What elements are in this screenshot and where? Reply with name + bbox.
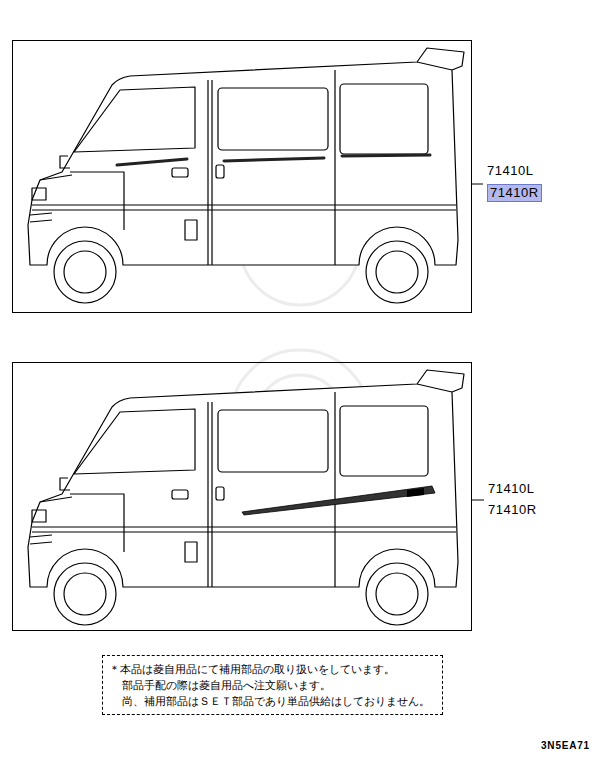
- note-text: ＊本品は菱自用品にて補用部品の取り扱いをしています。: [109, 661, 434, 677]
- side-stripe: [117, 155, 430, 165]
- van-drawing: [28, 370, 464, 625]
- drawing-code: 3N5EA71: [541, 738, 590, 754]
- part-number: 71410L: [487, 163, 533, 179]
- side-decal: [242, 486, 435, 515]
- part-number: 71410L: [488, 481, 534, 497]
- part-number: 71410R: [488, 185, 541, 201]
- note-text: 部品手配の際は菱自用品へ注文願います。: [109, 677, 434, 693]
- van-drawing: [28, 48, 464, 303]
- note-text: 尚、補用部品はＳＥＴ部品であり単品供給はしておりません。: [109, 693, 434, 709]
- part-number: 71410R: [488, 502, 537, 518]
- leader-line: [471, 184, 483, 185]
- figure-frame: [13, 363, 472, 631]
- note-box: ＊本品は菱自用品にて補用部品の取り扱いをしています。部品手配の際は菱自用品へ注文…: [102, 655, 443, 715]
- figure-frame: [13, 41, 472, 313]
- leader-line: [471, 500, 484, 501]
